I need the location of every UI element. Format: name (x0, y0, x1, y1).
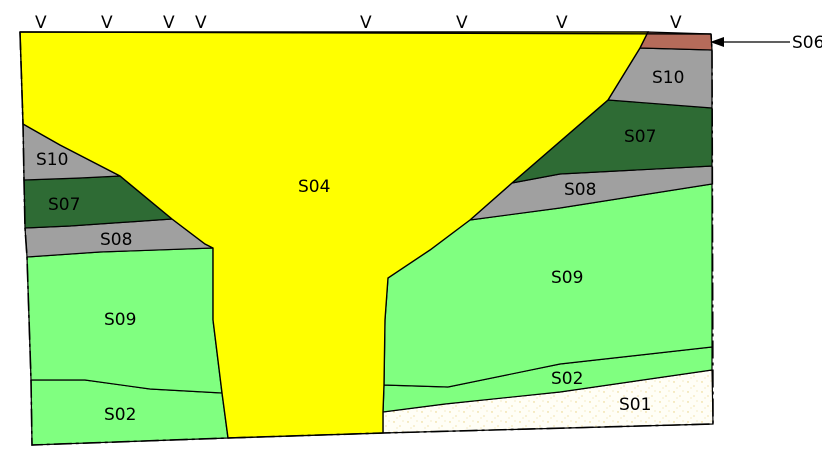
surface-marker-4: V (195, 13, 207, 33)
surface-marker-6: V (456, 13, 468, 33)
label-s04: S04 (298, 177, 330, 197)
s06-callout-arrowhead (710, 37, 724, 47)
label-s09-left: S09 (104, 310, 136, 330)
label-s10-left: S10 (36, 150, 68, 170)
label-s02-left: S02 (104, 405, 136, 425)
label-s10-right: S10 (652, 68, 684, 88)
label-s02-right: S02 (551, 369, 583, 389)
label-s08-left: S08 (100, 230, 132, 250)
surface-marker-7: V (556, 13, 568, 33)
label-s01: S01 (619, 395, 651, 415)
surface-marker-1: V (35, 13, 47, 33)
surface-marker-2: V (101, 13, 113, 33)
surface-marker-8: V (670, 13, 682, 33)
label-s07-left: S07 (48, 195, 80, 215)
surface-marker-5: V (360, 13, 372, 33)
label-s09-right: S09 (551, 268, 583, 288)
label-s08-right: S08 (564, 180, 596, 200)
surface-marker-3: V (163, 13, 175, 33)
layer-s04 (19, 31, 650, 439)
section-top-line (19, 31, 712, 35)
section-boundary (19, 31, 714, 446)
label-s07-right: S07 (624, 127, 656, 147)
label-s06-callout: S06 (792, 33, 822, 53)
layer-s06 (639, 31, 713, 51)
